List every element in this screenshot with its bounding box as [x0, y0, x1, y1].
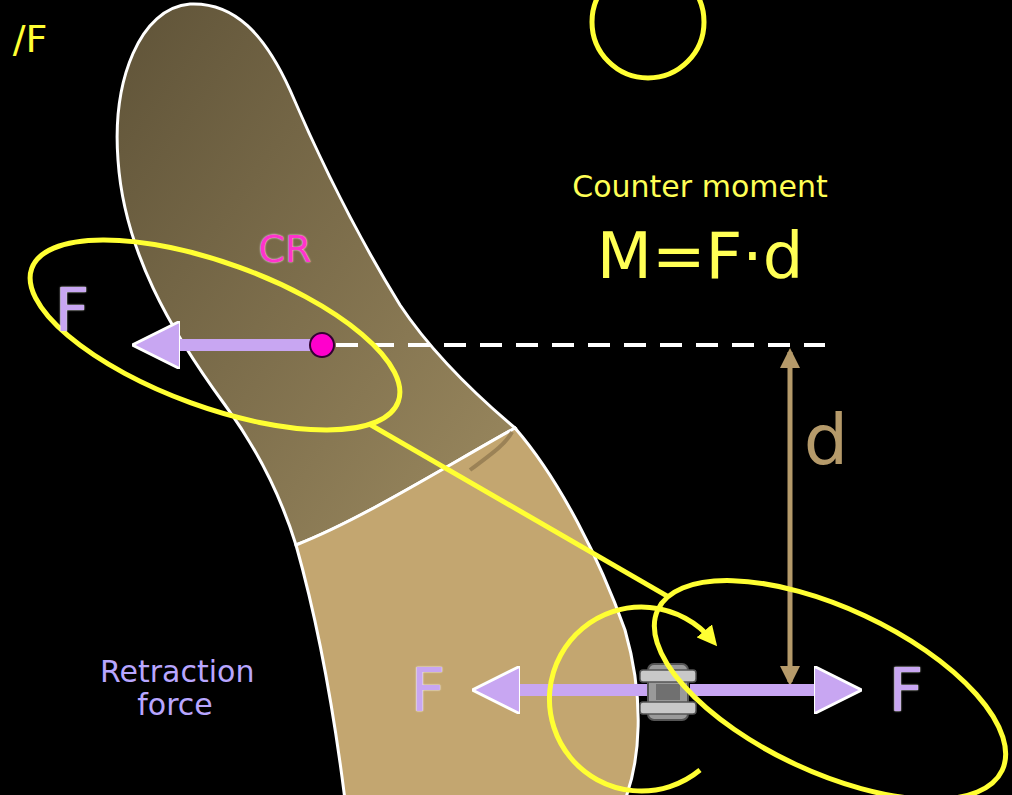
cr-label: CR — [259, 229, 312, 271]
counter-moment-label: Counter moment — [572, 170, 827, 203]
force-label: F — [411, 657, 446, 723]
moment-arrow — [549, 607, 712, 791]
equivalence-line — [370, 424, 668, 596]
cej-shade — [470, 432, 512, 470]
ellipse-outline — [640, 500, 1012, 795]
force-symbol: F — [55, 277, 90, 343]
counter-moment-circle — [592, 0, 704, 78]
moment-formula: M=F·d — [597, 221, 804, 291]
d-dimension — [788, 352, 793, 682]
counter-force-arrow — [690, 684, 852, 696]
force-ellipse: F — [640, 500, 1012, 795]
retraction-force-label: Retraction force — [100, 655, 250, 721]
cut-label: /F — [13, 19, 48, 61]
force-arrow — [142, 339, 318, 351]
reference-line — [336, 343, 825, 347]
force-symbol: F — [889, 657, 924, 723]
force-ellipse: F — [20, 140, 410, 530]
center-of-resistance — [310, 333, 334, 357]
retraction-arrow — [482, 684, 650, 696]
distance-label: d — [804, 402, 848, 479]
